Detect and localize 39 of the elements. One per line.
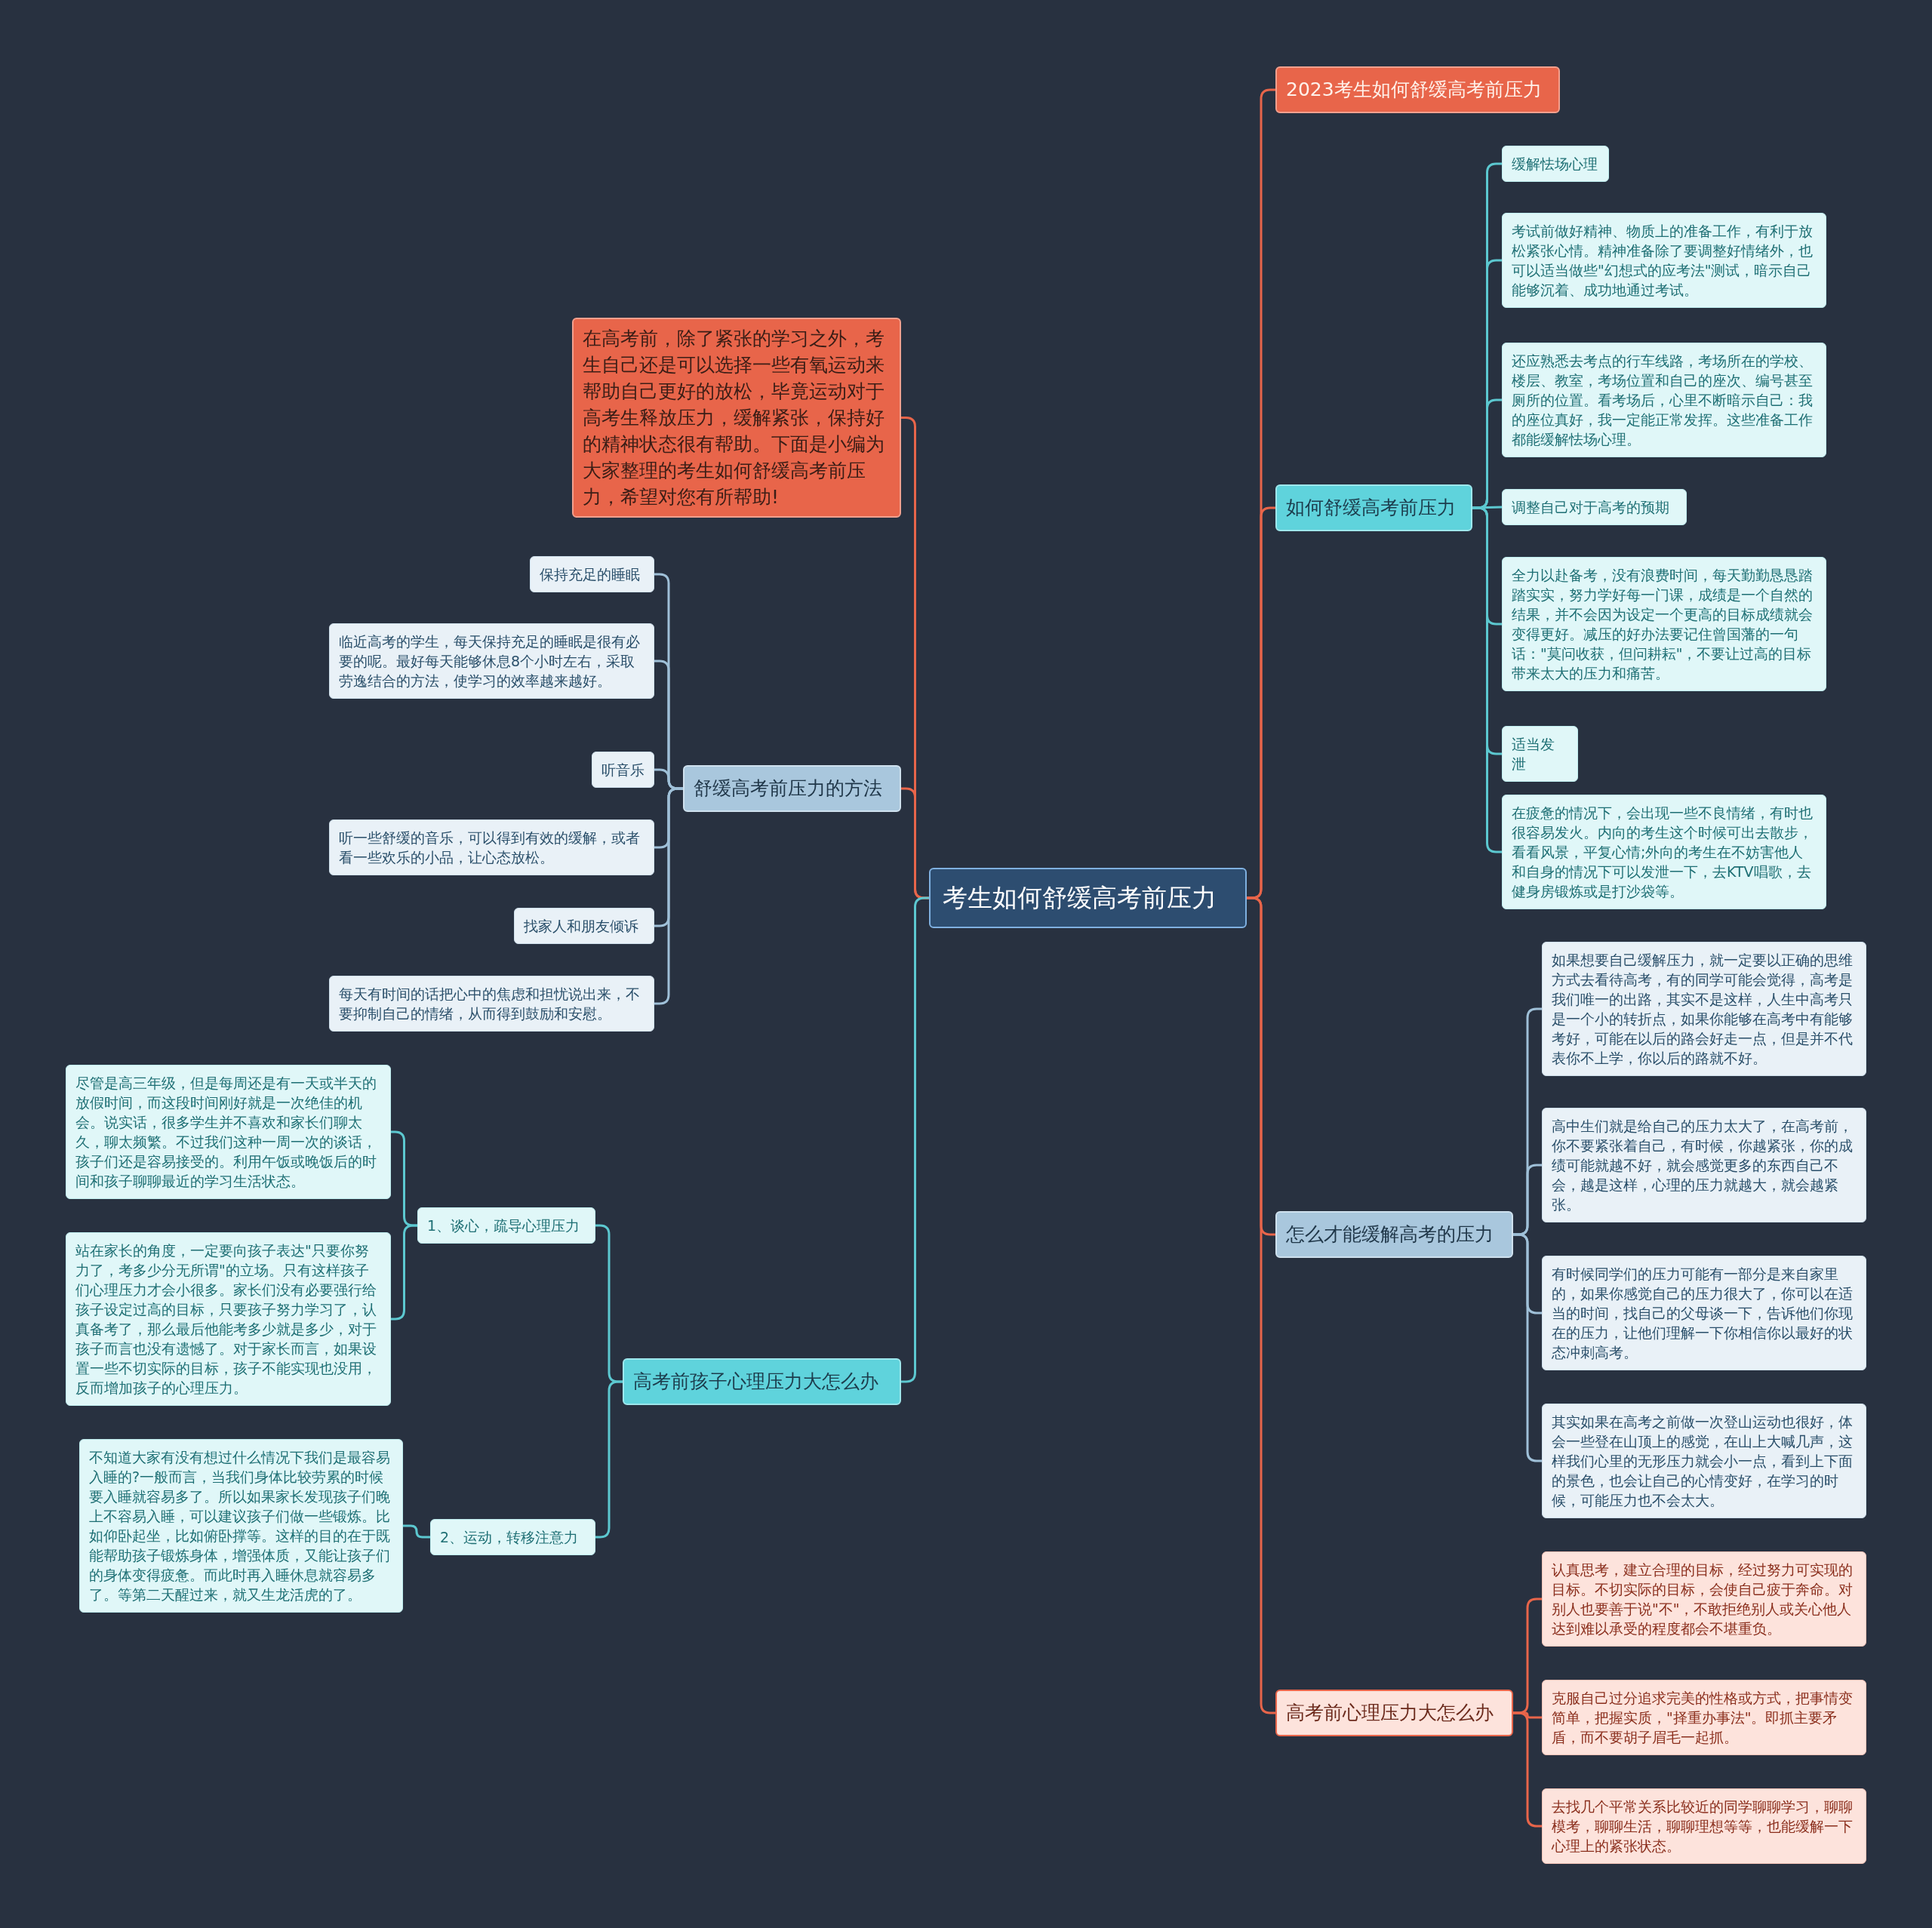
subtopic-card: 克服自己过分追求完美的性格或方式，把事情变简单，把握实质，"择重办事法"。即抓主要矛盾，而不要胡子眉毛一起抓。 xyxy=(1542,1680,1866,1755)
connector xyxy=(1513,1233,1542,1462)
subtopic-card: 保持充足的睡眠 xyxy=(530,556,654,592)
connector xyxy=(1472,506,1502,853)
connector xyxy=(1472,506,1503,509)
subtopic-card: 认真思考，建立合理的目标，经过努力可实现的目标。不切实际的目标，会使自己疲于奔命。对别人也要善于说"不"，不敢拒绝别人或关心他人达到难以承受的程度都会不堪重负。 xyxy=(1542,1551,1866,1647)
subtopic-card: 听一些舒缓的音乐，可以得到有效的缓解，或者看一些欢乐的小品，让心态放松。 xyxy=(329,819,654,875)
connector xyxy=(654,787,683,1005)
subtopic-card: 适当发泄 xyxy=(1502,726,1578,782)
subtopic-card: 考试前做好精神、物质上的准备工作，有利于放松紧张心情。精神准备除了要调整好情绪外，也可以适当做些"幻想式的应考法"测试，暗示自己能够沉着、成功地通过考试。 xyxy=(1502,213,1826,308)
connector xyxy=(1513,1711,1542,1828)
subtopic-card: 有时候同学们的压力可能有一部分是来自家里的，如果你感觉自己的压力很大了，你可以在适当的时间，找自己的父母谈一下，告诉他们你现在的压力，让他们理解一下你相信你以最好的状态冲刺高考。 xyxy=(1542,1256,1866,1370)
central-topic: 考生如何舒缓高考前压力 xyxy=(929,868,1247,928)
branch-topic: 高考前孩子心理压力大怎么办 xyxy=(623,1358,901,1405)
intro-card: 在高考前，除了紧张的学习之外，考生自己还是可以选择一些有氧运动来帮助自己更好的放松，毕竟运动对于高考生释放压力，缓解紧张，保持好的精神状态很有帮助。下面是小编为大家整理的考生如何舒缓高考前压力，希望对您有所帮助! xyxy=(572,318,901,518)
subtopic-card: 不知道大家有没有想过什么情况下我们是最容易入睡的?一般而言，当我们身体比较劳累的时候要入睡就容易多了。所以如果家长发现孩子们晚上不容易入睡，可以建议孩子们做一些锻炼。比如仰卧起坐，比如俯卧撑等。这样的目的在于既能帮助孩子锻炼身体，增强体质，又能让孩子们的身体变得疲惫。而此时再入睡休息就容易多了。等第二天醒过来，就又生龙活虎的了。 xyxy=(79,1439,403,1613)
subtopic-card: 调整自己对于高考的预期 xyxy=(1502,489,1687,525)
subtopic-card: 临近高考的学生，每天保持充足的睡眠是很有必要的呢。最好每天能够休息8个小时左右，采取劳逸结合的方法，使学习的效率越来越好。 xyxy=(329,623,654,699)
subtopic-card: 找家人和朋友倾诉 xyxy=(514,908,654,944)
branch-topic: 2023考生如何舒缓高考前压力 xyxy=(1275,66,1560,113)
subtopic-card: 全力以赴备考，没有浪费时间，每天勤勤恳恳踏踏实实，努力学好每一门课，成绩是一个自然的结果，并不会因为设定一个更高的目标成绩就会变得更好。减压的好办法要记住曾国藩的一句话："莫问收获，但问耕耘"，不要让过高的目标带来太大的压力和痛苦。 xyxy=(1502,557,1826,691)
connector xyxy=(403,1524,430,1539)
subtopic-card: 2、运动，转移注意力 xyxy=(430,1519,595,1555)
subtopic-card: 缓解怯场心理 xyxy=(1502,146,1609,182)
branch-topic: 如何舒缓高考前压力 xyxy=(1275,484,1472,531)
subtopic-card: 如果想要自己缓解压力，就一定要以正确的思维方式去看待高考，有的同学可能会觉得，高考是我们唯一的出路，其实不是这样，人生中高考只是一个小的转折点，如果你能够在高考中有能够考好，可能在以后的路会好走一点，但是并不代表你不上学，你以后的路就不好。 xyxy=(1542,942,1866,1076)
subtopic-card: 在疲惫的情况下，会出现一些不良情绪，有时也很容易发火。内向的考生这个时候可出去散步，看看风景，平复心情;外向的考生在不妨害他人和自身的情况下可以发泄一下，去KTV唱歌，去健身房锻炼或是打沙袋等。 xyxy=(1502,795,1826,909)
subtopic-card: 尽管是高三年级，但是每周还是有一天或半天的放假时间，而这段时间刚好就是一次绝佳的机会。说实话，很多学生并不喜欢和家长们聊太久，聊太频繁。不过我们这种一周一次的谈话，孩子们还是容易接受的。利用午饭或晚饭后的时间和孩子聊聊最近的学习生活状态。 xyxy=(66,1065,391,1199)
subtopic-card: 1、谈心，疏导心理压力 xyxy=(417,1207,595,1244)
subtopic-card: 高中生们就是给自己的压力太大了，在高考前，你不要紧张着自己，有时候，你越紧张，你的成绩可能就越不好，就会感觉更多的东西自己不会，越是这样，心理的压力就越大，就会越紧张。 xyxy=(1542,1108,1866,1222)
subtopic-card: 听音乐 xyxy=(592,752,654,788)
subtopic-card: 其实如果在高考之前做一次登山运动也很好，体会一些登在山顶上的感觉，在山上大喊几声，这样我们心里的无形压力就会小一点，看到上下面的景色，也会让自己的心情变好，在学习的时候，可能压力也不会太大。 xyxy=(1542,1404,1866,1518)
subtopic-card: 站在家长的角度，一定要向孩子表达"只要你努力了，考多少分无所谓"的立场。只有这样孩子们心理压力才会小很多。家长们没有必要强行给孩子设定过高的目标，只要孩子努力学习了，认真备考了，那么最后他能考多少就是多少，对于孩子而言也没有遗憾了。对于家长而言，如果设置一些不切实际的目标，孩子不能实现也没用，反而增加孩子的心理压力。 xyxy=(66,1232,391,1406)
branch-topic: 怎么才能缓解高考的压力 xyxy=(1275,1211,1513,1258)
subtopic-card: 还应熟悉去考点的行车线路，考场所在的学校、楼层、教室，考场位置和自己的座次、编号甚至厕所的位置。看考场后，心里不断暗示自己：我的座位真好，我一定能正常发挥。这些准备工作都能缓解怯场心理。 xyxy=(1502,343,1826,457)
branch-topic: 高考前心理压力大怎么办 xyxy=(1275,1690,1513,1736)
subtopic-card: 每天有时间的话把心中的焦虑和担忧说出来，不要抑制自己的情绪，从而得到鼓励和安慰。 xyxy=(329,976,654,1032)
subtopic-card: 去找几个平常关系比较近的同学聊聊学习，聊聊模考，聊聊生活，聊聊理想等等，也能缓解一下心理上的紧张状态。 xyxy=(1542,1788,1866,1864)
branch-topic: 舒缓高考前压力的方法 xyxy=(683,765,901,812)
